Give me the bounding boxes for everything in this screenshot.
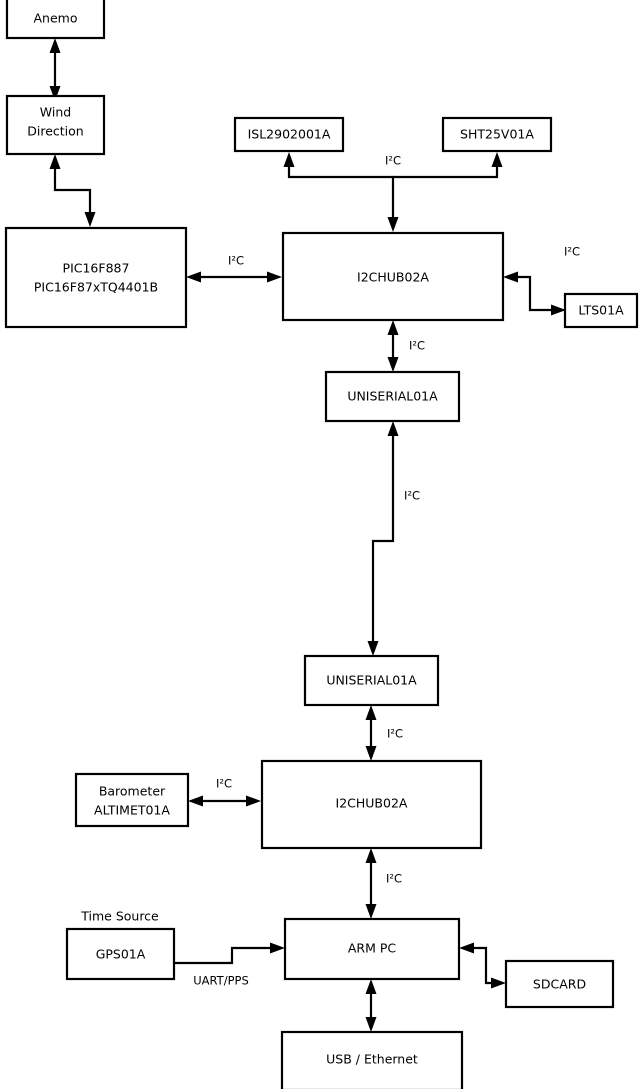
arrow-head-down-icon (84, 212, 96, 227)
edge-pic-wind-direction (49, 154, 96, 227)
edge-label-hub-uniserial: I²C (409, 339, 425, 353)
arrow-head-left-icon (503, 271, 518, 283)
node-arm-pc[interactable]: ARM PC (283, 917, 461, 981)
node-label-barometer-line1: Barometer (99, 784, 166, 799)
edge-pic-hub-top: I²C (186, 254, 282, 283)
edge-hub-top-to-sensors: I²C (283, 152, 503, 232)
arrow-head-down-icon (49, 86, 61, 101)
node-barometer-altimet01a[interactable]: Barometer ALTIMET01A (74, 772, 190, 828)
node-label-lts: LTS01A (578, 303, 624, 318)
arrow-head-right-icon (491, 977, 506, 989)
node-usb-ethernet[interactable]: USB / Ethernet (280, 1030, 464, 1089)
arrow-head-down-icon (365, 746, 377, 761)
node-label-isl: ISL2902001A (248, 127, 331, 142)
edge-label-gps-arm: UART/PPS (193, 974, 249, 988)
arrow-head-right-icon (246, 795, 261, 807)
edge-barometer-hub-bottom: I²C (188, 777, 261, 807)
node-label-pic-line2: PIC16F87xTQ4401B (34, 280, 158, 295)
node-label-wind-direction-line2: Direction (27, 124, 83, 139)
node-uniserial01a-top[interactable]: UNISERIAL01A (324, 370, 461, 423)
edge-hub-bottom-arm-pc: I²C (365, 848, 402, 919)
arrow-head-up-icon (365, 848, 377, 863)
edge-label-hub-lts: I²C (564, 245, 580, 259)
arrow-head-up-icon (49, 38, 61, 53)
arrow-head-left-icon (186, 271, 201, 283)
node-label-uniserial-top: UNISERIAL01A (347, 389, 438, 404)
edge-arm-pc-sdcard (459, 942, 506, 989)
edge-label-barometer-hub: I²C (216, 777, 232, 791)
arrow-head-down-icon (365, 904, 377, 919)
edge-uniserial-bottom-hub-bottom: I²C (365, 705, 403, 761)
node-sht25v01a[interactable]: SHT25V01A (441, 116, 553, 153)
node-label-arm-pc: ARM PC (348, 941, 397, 956)
arrow-head-left-icon (459, 942, 474, 954)
arrow-head-right-icon (270, 942, 285, 954)
node-pic-microcontroller[interactable]: PIC16F887 PIC16F87xTQ4401B (4, 226, 188, 329)
node-wind-direction[interactable]: Wind Direction (5, 94, 106, 156)
node-isl2902001a[interactable]: ISL2902001A (233, 116, 345, 153)
node-label-hub-bottom: I2CHUB02A (336, 796, 408, 811)
edge-hub-top-lts: I²C (503, 245, 580, 316)
node-lts01a[interactable]: LTS01A (563, 292, 639, 329)
node-label-sdcard: SDCARD (533, 977, 586, 992)
edge-label-hub-sensors: I²C (385, 154, 401, 168)
node-label-hub-top: I2CHUB02A (357, 270, 429, 285)
edge-anemo-wind-direction (49, 38, 61, 101)
node-sdcard[interactable]: SDCARD (504, 959, 615, 1009)
arrow-head-up-icon (387, 421, 399, 436)
edge-hub-top-uniserial-top: I²C (387, 320, 425, 372)
edge-uniserial-uniserial: I²C (367, 421, 420, 656)
node-gps01a[interactable]: GPS01A (65, 927, 176, 981)
node-label-wind-direction-line1: Wind (40, 105, 71, 120)
node-uniserial01a-bottom[interactable]: UNISERIAL01A (303, 654, 440, 707)
arrow-head-down-icon (387, 217, 399, 232)
arrow-head-up-icon (365, 705, 377, 720)
arrow-head-down-icon (365, 1017, 377, 1032)
arrow-head-up-icon (491, 152, 503, 167)
node-i2chub02a-bottom[interactable]: I2CHUB02A (260, 759, 483, 850)
node-label-anemo: Anemo (34, 11, 78, 26)
arrow-head-up-icon (387, 320, 399, 335)
edge-label-uniserial-uniserial: I²C (404, 489, 420, 503)
edge-label-uniserial-hub: I²C (387, 727, 403, 741)
arrow-head-down-icon (387, 357, 399, 372)
node-label-gps: GPS01A (96, 947, 146, 962)
node-i2chub02a-top[interactable]: I2CHUB02A (281, 231, 505, 322)
node-anemo[interactable]: Anemo (5, 0, 106, 40)
node-label-sht: SHT25V01A (460, 127, 534, 142)
node-label-pic-line1: PIC16F887 (63, 261, 130, 276)
edge-label-hub-arm: I²C (386, 872, 402, 886)
node-label-barometer-line2: ALTIMET01A (94, 803, 170, 818)
arrow-head-up-icon (283, 152, 295, 167)
arrow-head-down-icon (367, 641, 379, 656)
arrow-head-up-icon (365, 979, 377, 994)
edge-gps-arm-pc: UART/PPS (175, 942, 285, 988)
node-label-uniserial-bottom: UNISERIAL01A (326, 673, 417, 688)
edge-label-pic-hub: I²C (228, 254, 244, 268)
arrow-head-right-icon (551, 304, 566, 316)
edge-arm-pc-usb-ethernet (365, 979, 377, 1032)
arrow-head-right-icon (267, 271, 282, 283)
arrow-head-up-icon (49, 154, 61, 169)
node-label-usb-ethernet: USB / Ethernet (326, 1052, 418, 1067)
arrow-head-left-icon (188, 795, 203, 807)
label-time-source: Time Source (80, 909, 159, 924)
